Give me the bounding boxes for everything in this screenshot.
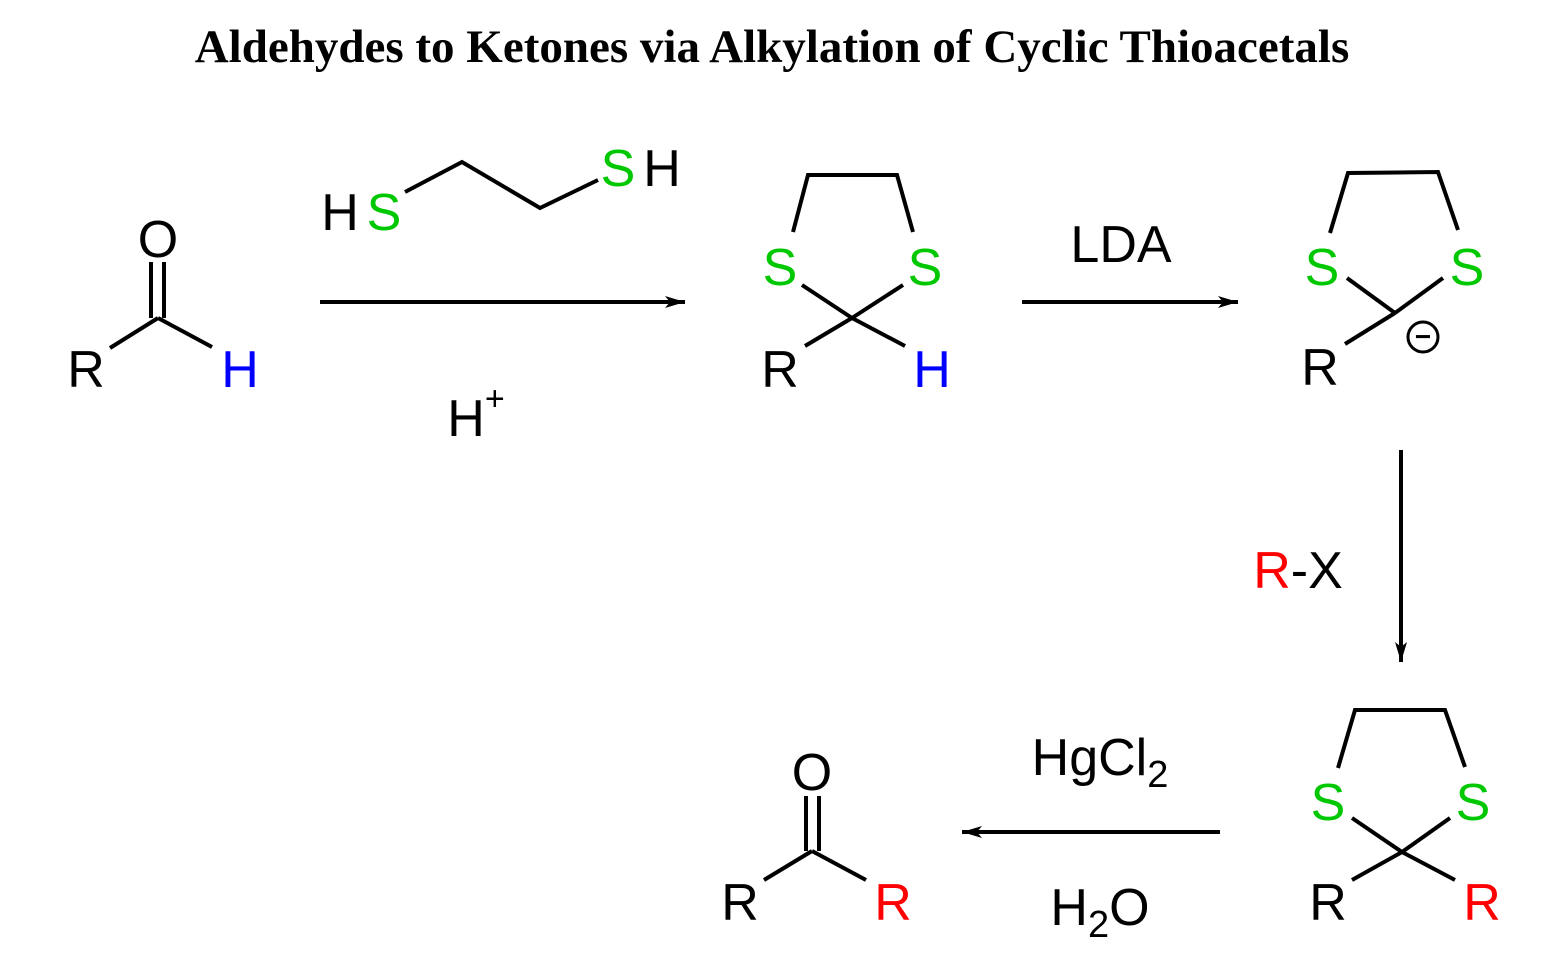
alkylated-thioacetal: S S R R [1309,708,1501,932]
sulfur-atom: S [601,140,636,198]
water: H2O [1050,879,1149,946]
new-r-group: R [874,874,912,932]
sulfur-atom: S [763,239,798,297]
bond [800,283,854,320]
new-r-group: R [1463,874,1501,932]
acidic-hydrogen: H [913,341,951,399]
ring-bonds [1328,169,1460,234]
negative-charge-icon [1406,320,1440,354]
mercury-chloride: HgCl2 [1032,729,1169,796]
r-group: R [1301,339,1339,397]
r-group: R [721,874,759,932]
ring-bonds [791,173,915,233]
ketone: O R R [721,744,912,932]
ring-bonds [1336,708,1467,769]
sulfur-atom: S [1305,239,1340,297]
bond [157,316,213,349]
bond [1345,276,1397,315]
aldehyde: O R H [67,211,259,399]
aldehyde-hydrogen: H [221,341,259,399]
bond [1393,276,1445,315]
bond [1350,816,1404,854]
bond [851,316,906,348]
r-group: R [1309,874,1347,932]
bond [762,849,814,882]
sulfur-atom: S [1450,239,1485,297]
bond [1401,850,1456,882]
sulfur-atom: S [908,239,943,297]
r-group: R [761,341,799,399]
bond [850,283,905,320]
oxygen-atom: O [138,211,178,269]
ethanedithiol: H S S H [321,140,681,242]
bond [1343,311,1397,346]
sulfur-atom: S [1456,774,1491,832]
bond [803,316,854,348]
base-reagent: LDA [1070,216,1171,274]
sulfur-atom: S [1311,774,1346,832]
thioacetal: S S R H [761,173,951,399]
carbon-chain [404,159,599,211]
charge-sign: − [1415,321,1431,352]
bond [811,849,867,882]
r-group: R [67,341,105,399]
sulfur-atom: S [367,184,402,242]
acid-catalyst: H+ [447,380,504,448]
scheme-title: Aldehydes to Ketones via Alkylation of C… [195,21,1350,73]
alkyl-halide: R-X [1253,542,1343,600]
bond [108,316,160,350]
bond [1351,850,1403,882]
bond [1400,816,1452,854]
hydrogen-atom: H [321,184,359,242]
oxygen-atom: O [792,744,832,802]
carbanion: S S R − [1301,169,1485,397]
hydrogen-atom: H [643,140,681,198]
